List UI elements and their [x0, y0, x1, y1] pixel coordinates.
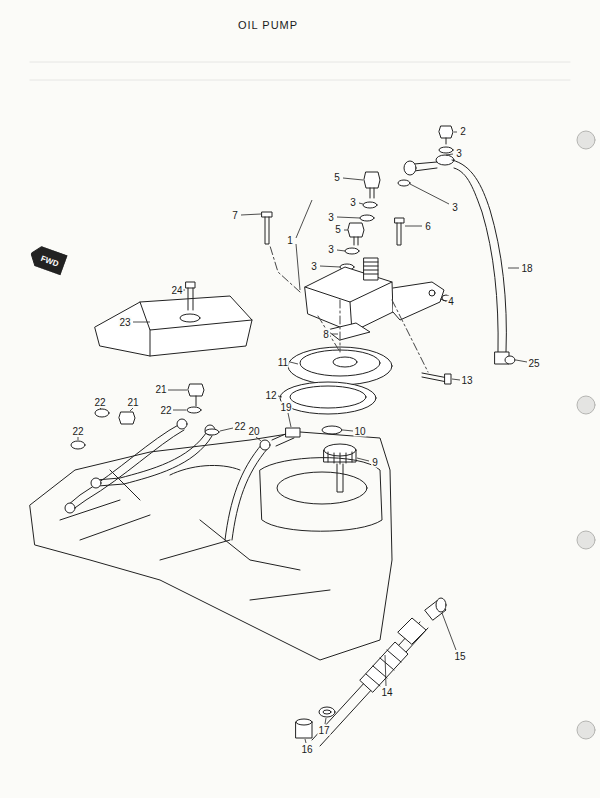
callout-number: 4: [447, 296, 455, 307]
callout-number: 22: [159, 405, 172, 416]
callout-number: 22: [71, 426, 84, 437]
callout-number: 3: [455, 148, 463, 159]
callout-number: 3: [327, 212, 335, 223]
callout-number: 3: [451, 202, 459, 213]
callout-number: 11: [277, 357, 289, 368]
callout-number: 24: [170, 285, 183, 296]
callout-number: 9: [371, 457, 379, 468]
callout-number: 23: [118, 317, 131, 328]
callout-number: 21: [154, 384, 167, 395]
callout-number: 5: [333, 172, 341, 183]
callout-number: 15: [453, 651, 466, 662]
callout-number: 3: [349, 197, 357, 208]
callout-number: 7: [231, 210, 239, 221]
callout-number: 3: [327, 244, 335, 255]
callout-number: 21: [126, 397, 139, 408]
callout-number: 6: [424, 221, 432, 232]
callout-number: 1: [286, 235, 294, 246]
callout-number: 12: [264, 390, 277, 401]
callout-number: 17: [317, 725, 330, 736]
callout-number: 2: [459, 126, 467, 137]
callout-number: 19: [279, 402, 292, 413]
callout-number: 3: [310, 261, 318, 272]
callout-number: 25: [527, 358, 540, 369]
callout-number: 8: [322, 329, 330, 340]
callout-number: 10: [353, 426, 366, 437]
callout-number: 22: [233, 421, 246, 432]
arrow-shape: [27, 244, 67, 276]
page-title: OIL PUMP: [238, 19, 298, 31]
callout-number: 18: [520, 263, 533, 274]
callout-number: 20: [247, 426, 260, 437]
callout-number: 13: [460, 375, 473, 386]
callout-number: 22: [93, 397, 106, 408]
callout-number: 5: [334, 224, 342, 235]
callout-number: 14: [380, 687, 393, 698]
callout-number: 16: [300, 744, 313, 755]
direction-arrow: FWD: [27, 244, 67, 276]
